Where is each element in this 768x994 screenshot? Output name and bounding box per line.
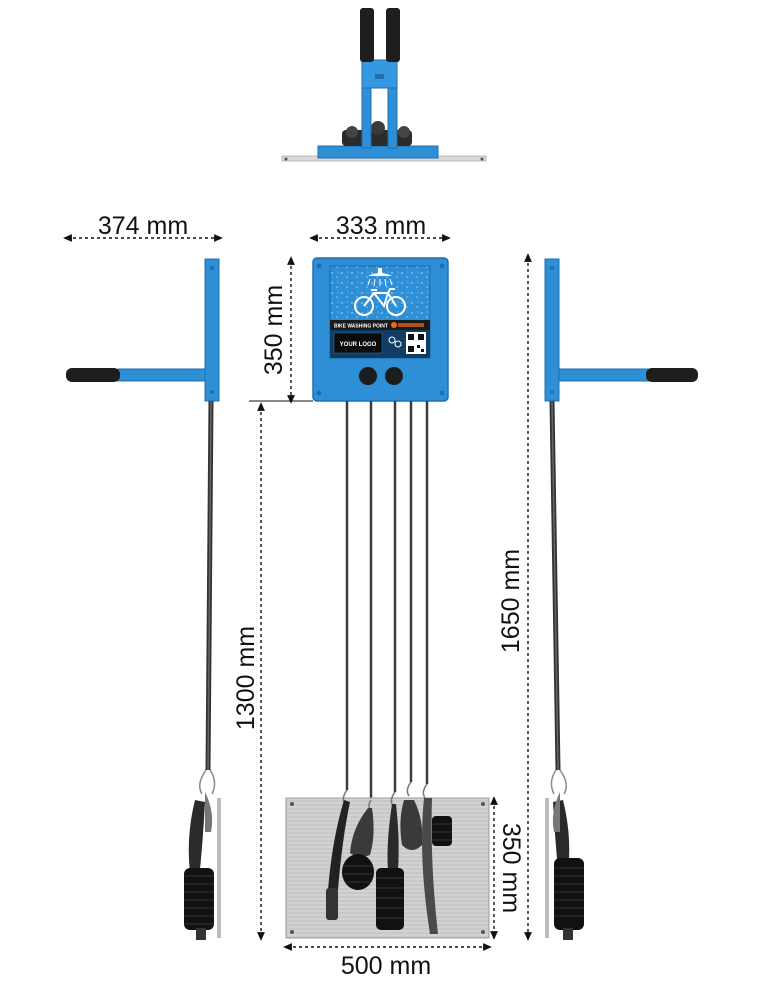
qr-code-icon xyxy=(406,332,426,354)
side-brushes-right xyxy=(552,792,584,940)
handle-grip-right xyxy=(646,368,698,382)
logo-placeholder-text: YOUR LOGO xyxy=(340,342,377,348)
tool-plate xyxy=(285,781,490,939)
brand-logo xyxy=(391,322,424,328)
label-total-height: 1650 mm xyxy=(497,549,525,653)
side-brushes-left xyxy=(184,792,214,940)
label-panel-height: 350 mm xyxy=(260,285,288,375)
valve-knob-left xyxy=(359,367,377,385)
sign-title: BIKE WASHING POINT xyxy=(334,324,388,330)
brush-4 xyxy=(400,781,423,850)
brush-3 xyxy=(376,791,404,930)
sign-board: BIKE WASHING POINT YOUR LOGO xyxy=(329,265,431,359)
brush-1 xyxy=(326,789,350,920)
label-panel-width: 333 mm xyxy=(336,212,426,240)
shower-icon xyxy=(367,268,393,287)
bike-clamp-jaws xyxy=(342,121,412,146)
valve-knob-right xyxy=(385,367,403,385)
brush-5 xyxy=(422,783,452,934)
bicycle-icon xyxy=(354,288,406,316)
label-plate-height: 350 mm xyxy=(497,823,525,913)
hose-cables xyxy=(345,401,429,800)
label-hanger-height: 1300 mm xyxy=(232,626,260,730)
label-side-depth: 374 mm xyxy=(98,212,188,240)
brand-mark-icon xyxy=(388,336,402,348)
left-side-view xyxy=(66,258,221,940)
top-view-stand xyxy=(281,8,487,162)
right-side-view xyxy=(544,258,698,940)
label-plate-width: 500 mm xyxy=(341,952,431,980)
front-panel: BIKE WASHING POINT YOUR LOGO xyxy=(312,257,449,402)
handle-grip-left xyxy=(66,368,120,382)
dimension-lines xyxy=(63,234,532,951)
brush-2 xyxy=(342,799,374,890)
